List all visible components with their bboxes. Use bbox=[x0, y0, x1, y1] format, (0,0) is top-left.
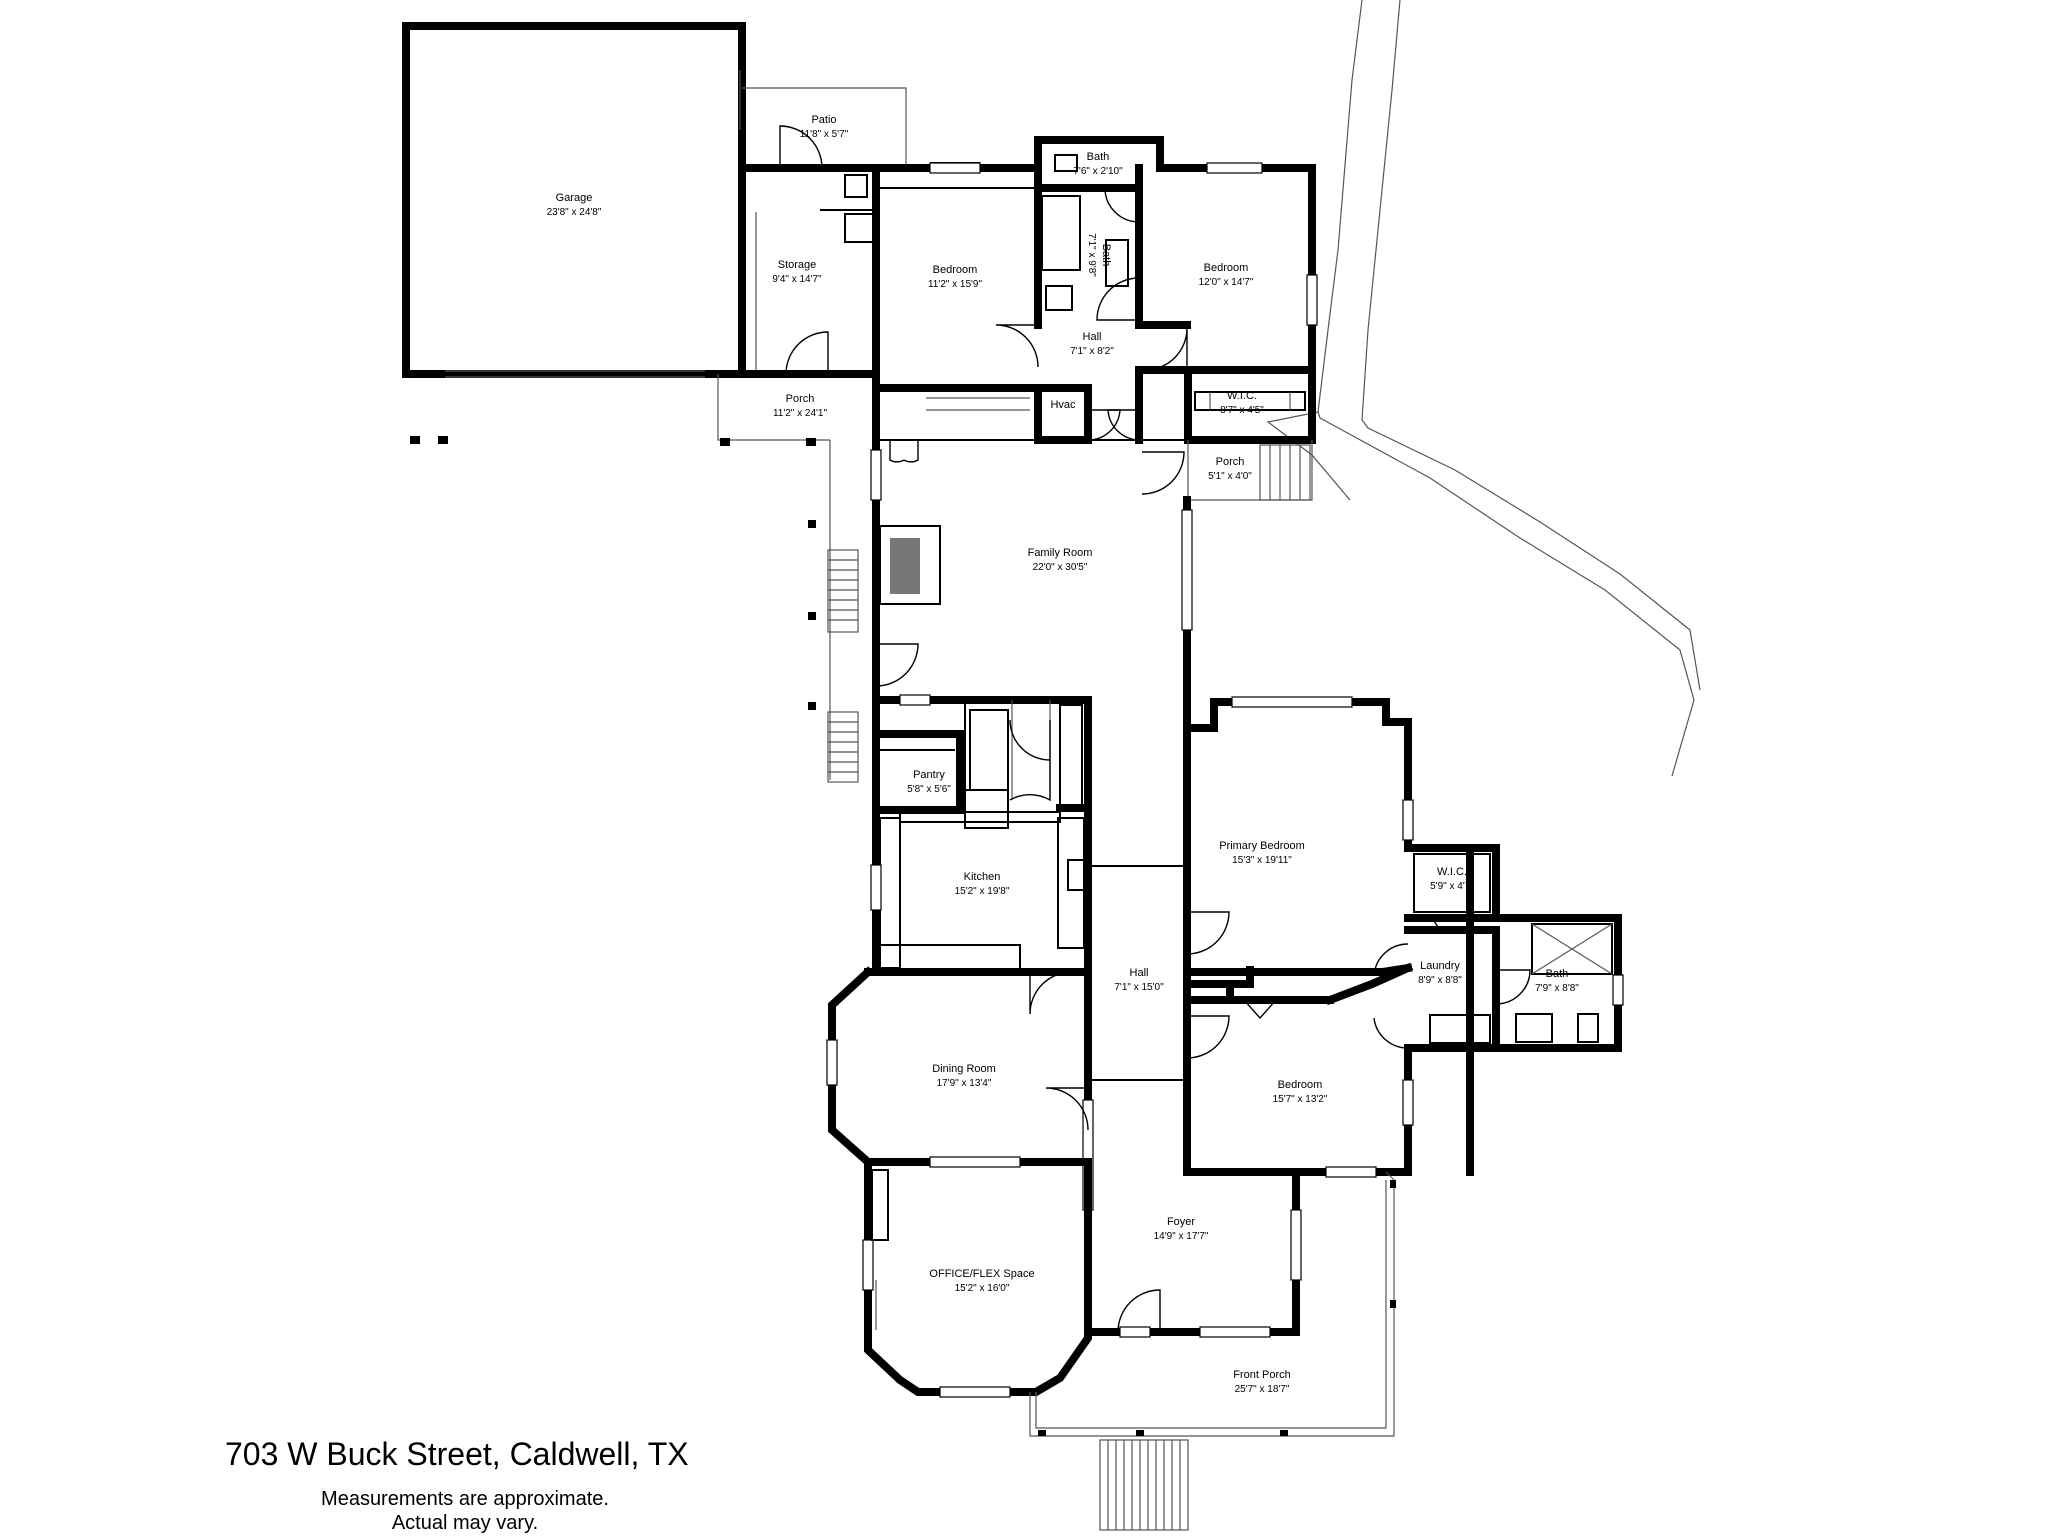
room-dim-wic-top: 8'7" x 4'5" bbox=[1220, 405, 1264, 416]
room-label-foyer: Foyer bbox=[1167, 1216, 1195, 1228]
east-porch bbox=[1141, 440, 1313, 501]
property-lines bbox=[1266, 0, 1701, 777]
room-dim-bath-primary: 7'9" x 8'8" bbox=[1535, 983, 1579, 994]
patio bbox=[742, 87, 907, 169]
room-dim-kitchen: 15'2" x 19'8" bbox=[955, 886, 1010, 897]
room-label-pantry: Pantry bbox=[913, 769, 945, 781]
room-dim-bath-vert: 7'1" x 9'8" bbox=[1086, 233, 1097, 277]
room-label-bath-vert: Bath bbox=[1100, 244, 1112, 267]
room-label-office: OFFICE/FLEX Space bbox=[929, 1268, 1034, 1280]
room-dim-family: 22'0" x 30'5" bbox=[1033, 562, 1088, 573]
address-caption: 703 W Buck Street, Caldwell, TX bbox=[225, 1436, 689, 1472]
room-label-laundry: Laundry bbox=[1420, 960, 1460, 972]
room-label-garage: Garage bbox=[556, 192, 593, 204]
room-label-wic-top: W.I.C. bbox=[1227, 390, 1257, 402]
room-label-family: Family Room bbox=[1028, 547, 1093, 559]
room-dim-porch-e: 5'1" x 4'0" bbox=[1208, 471, 1252, 482]
room-dim-front-porch: 25'7" x 18'7" bbox=[1235, 1384, 1290, 1395]
family-room-walls bbox=[870, 436, 1193, 732]
room-dim-patio: 11'8" x 5'7" bbox=[800, 129, 849, 140]
room-dim-bedroom-se: 15'7" x 13'2" bbox=[1273, 1094, 1328, 1105]
room-label-bath-top: Bath bbox=[1087, 151, 1110, 163]
dining-room bbox=[826, 966, 1092, 1168]
room-dim-pantry: 5'8" x 5'6" bbox=[907, 784, 951, 795]
room-dim-foyer: 14'9" x 17'7" bbox=[1154, 1231, 1209, 1242]
west-porch bbox=[410, 374, 859, 783]
room-labels: Garage 23'8" x 24'8" Patio 11'8" x 5'7" … bbox=[547, 114, 1580, 1395]
room-label-bath-primary: Bath bbox=[1546, 968, 1569, 980]
room-label-wic-primary: W.I.C. bbox=[1437, 866, 1467, 878]
room-dim-hall-mid: 7'1" x 15'0" bbox=[1114, 982, 1164, 993]
front-porch bbox=[1029, 1171, 1396, 1531]
room-dim-laundry: 8'9" x 8'8" bbox=[1418, 975, 1462, 986]
se-bedroom bbox=[1183, 996, 1414, 1178]
room-label-hvac: Hvac bbox=[1050, 399, 1076, 411]
primary-suite bbox=[1183, 696, 1624, 1176]
room-dim-office: 15'2" x 16'0" bbox=[955, 1283, 1010, 1294]
room-dim-bath-top: 7'6" x 2'10" bbox=[1073, 166, 1123, 177]
north-wing-walls bbox=[738, 136, 1318, 444]
room-dim-garage: 23'8" x 24'8" bbox=[547, 207, 602, 218]
foyer bbox=[1084, 1168, 1302, 1338]
room-label-porch-e: Porch bbox=[1216, 456, 1245, 468]
room-dim-dining: 17'9" x 13'4" bbox=[937, 1078, 992, 1089]
room-label-dining: Dining Room bbox=[932, 1063, 996, 1075]
office-room bbox=[862, 1158, 1092, 1398]
room-label-kitchen: Kitchen bbox=[964, 871, 1001, 883]
room-label-bedroom-se: Bedroom bbox=[1278, 1079, 1323, 1091]
room-dim-hall-top: 7'1" x 8'2" bbox=[1070, 346, 1114, 357]
room-label-patio: Patio bbox=[811, 114, 836, 126]
variance-note: Actual may vary. bbox=[391, 1512, 539, 1534]
room-dim-porch-w: 11'2" x 24'1" bbox=[773, 408, 828, 419]
room-dim-bedroom-ne: 12'0" x 14'7" bbox=[1199, 277, 1254, 288]
measurement-note: Measurements are approximate. bbox=[321, 1488, 609, 1510]
room-dim-storage: 9'4" x 14'7" bbox=[772, 274, 822, 285]
room-dim-primary: 15'3" x 19'11" bbox=[1232, 855, 1292, 866]
room-label-bedroom-ne: Bedroom bbox=[1204, 262, 1249, 274]
room-dim-wic-primary: 5'9" x 4'7" bbox=[1430, 881, 1474, 892]
room-label-bedroom-nw: Bedroom bbox=[933, 264, 978, 276]
room-dim-bedroom-nw: 11'2" x 15'9" bbox=[928, 279, 983, 290]
kitchen-walls bbox=[870, 696, 1092, 1015]
room-label-front-porch: Front Porch bbox=[1233, 1369, 1290, 1381]
room-label-porch-w: Porch bbox=[786, 393, 815, 405]
room-label-primary: Primary Bedroom bbox=[1219, 840, 1305, 852]
room-label-hall-top: Hall bbox=[1083, 331, 1102, 343]
room-label-hall-mid: Hall bbox=[1130, 967, 1149, 979]
room-label-storage: Storage bbox=[778, 259, 817, 271]
